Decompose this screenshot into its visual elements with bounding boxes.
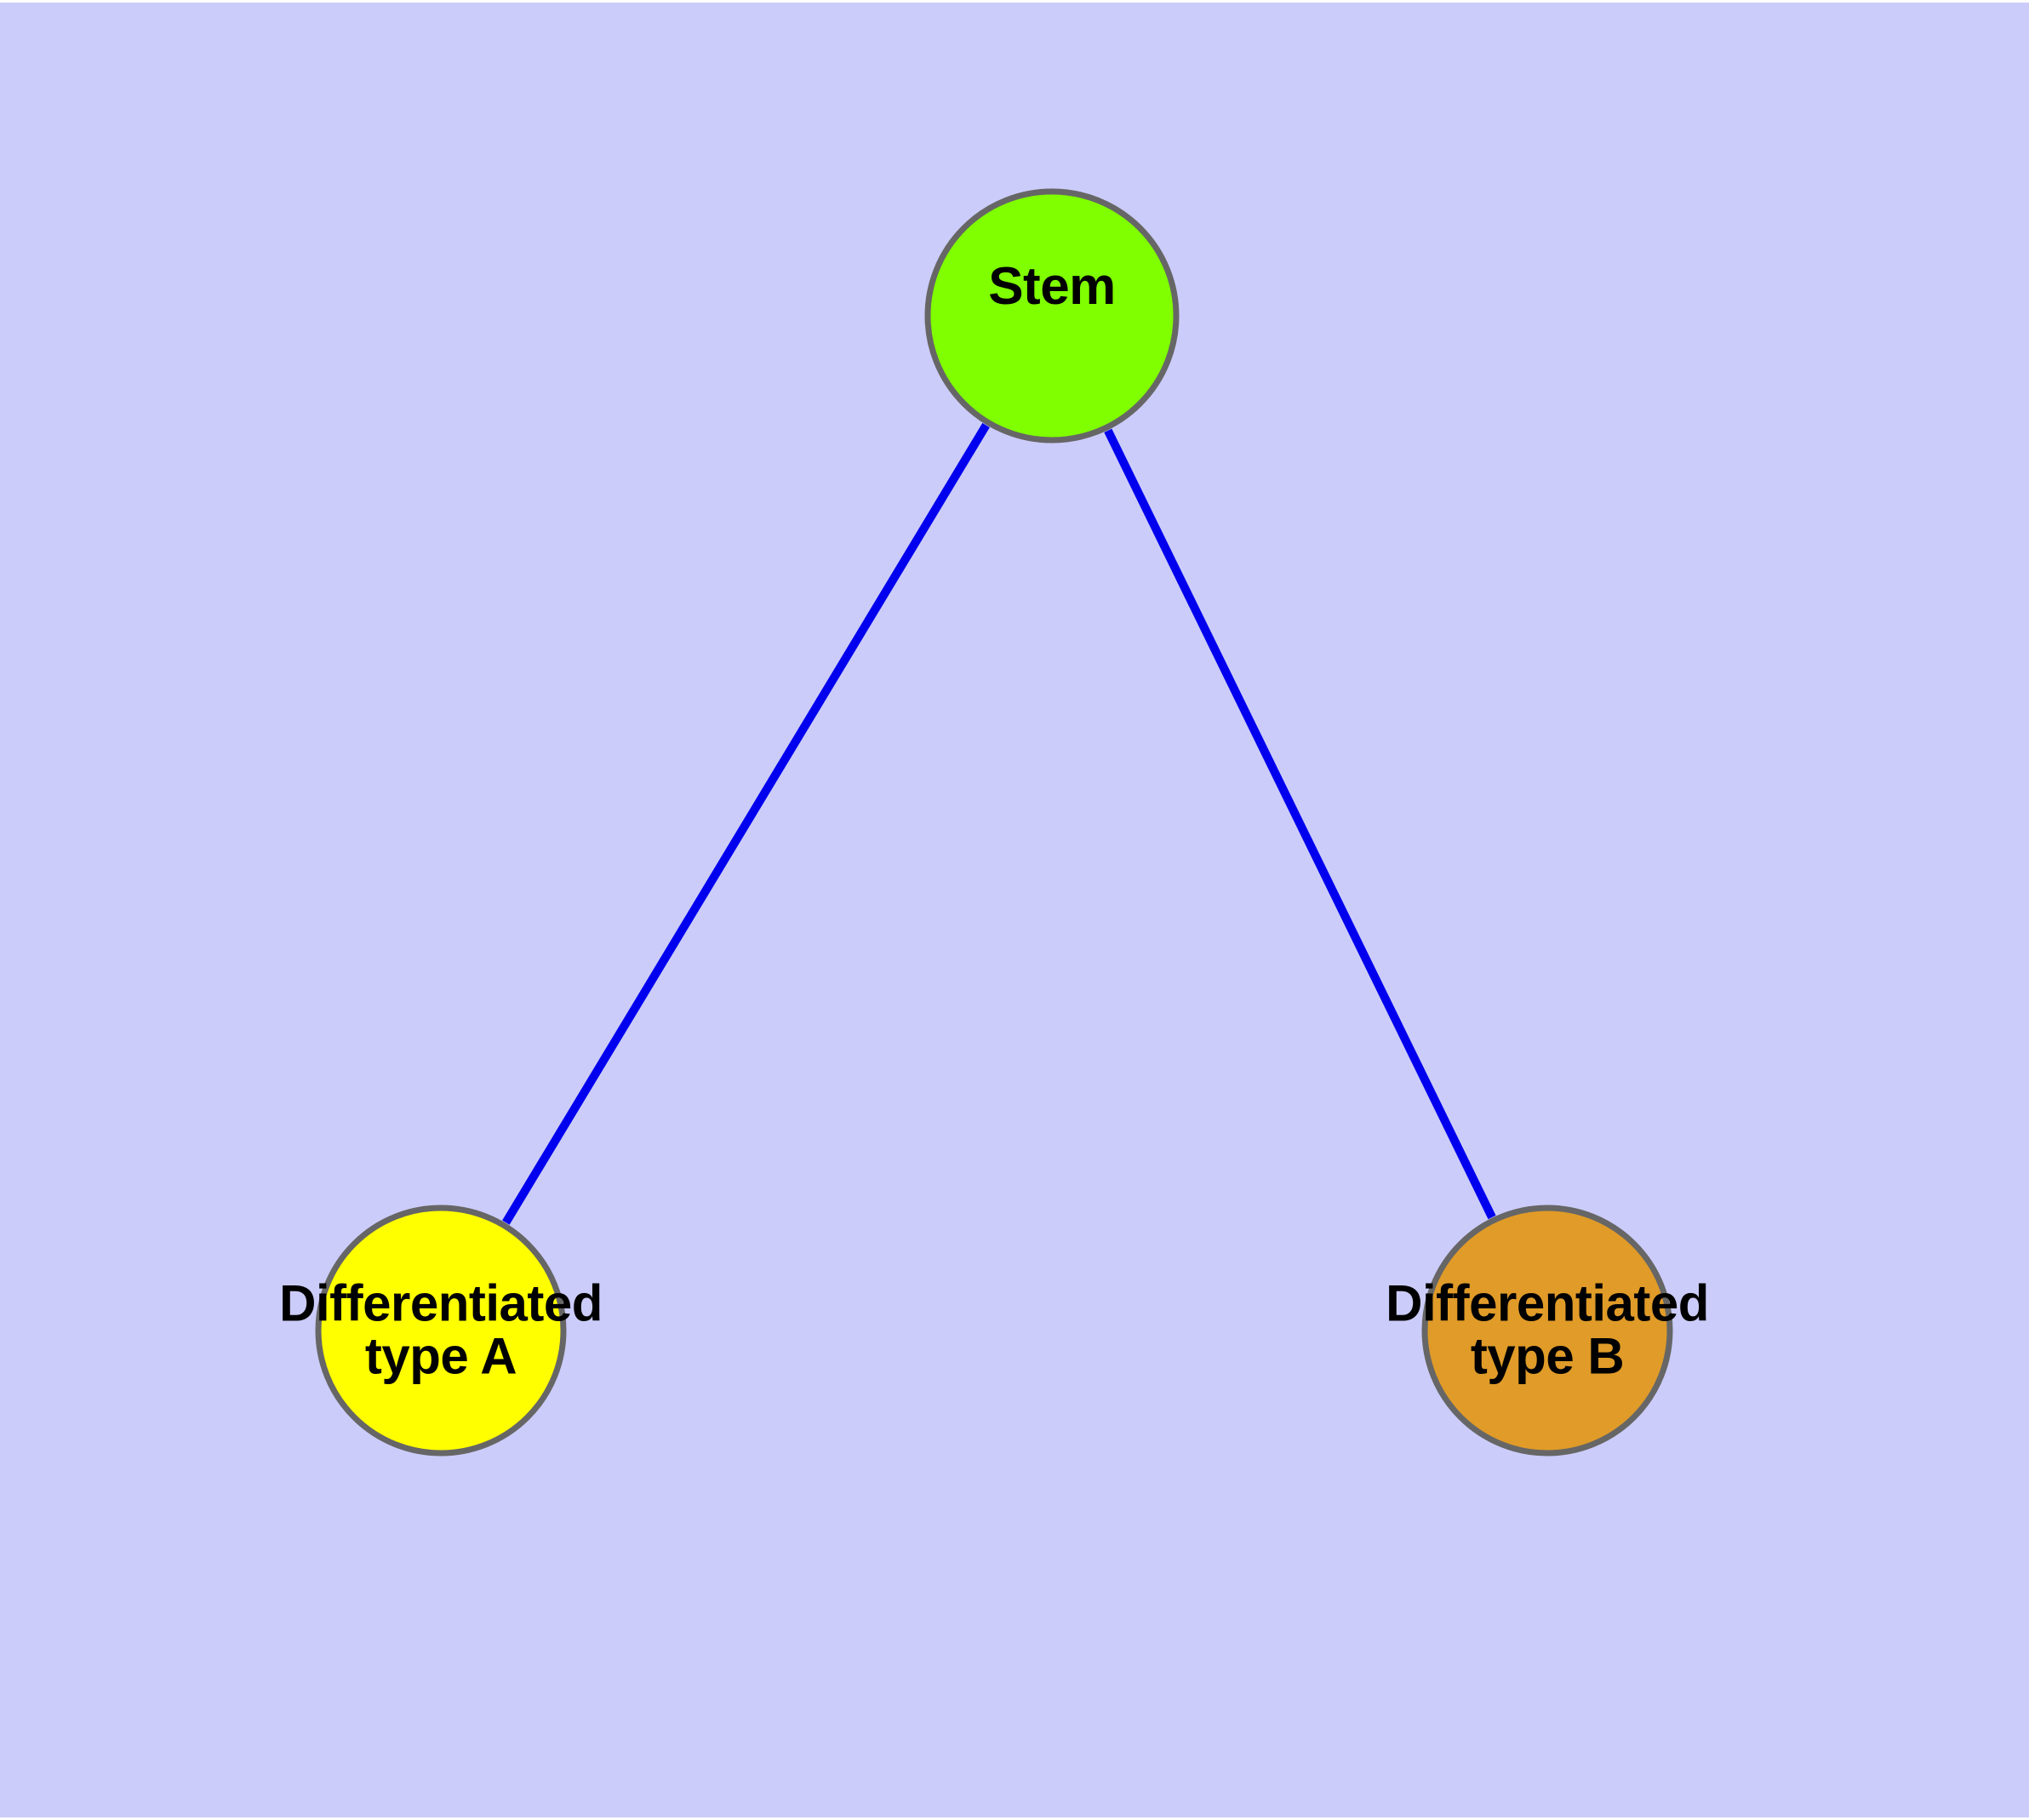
edge-stem-to-differentiated-type-b: [1104, 428, 1496, 1220]
node-differentiated-type-a[interactable]: [315, 1205, 567, 1457]
node-stem[interactable]: [924, 188, 1180, 444]
edge-stem-to-differentiated-type-a: [502, 422, 990, 1225]
node-layer: [315, 188, 1673, 1457]
node-differentiated-type-b[interactable]: [1421, 1205, 1673, 1457]
edge-layer: [502, 422, 1496, 1225]
